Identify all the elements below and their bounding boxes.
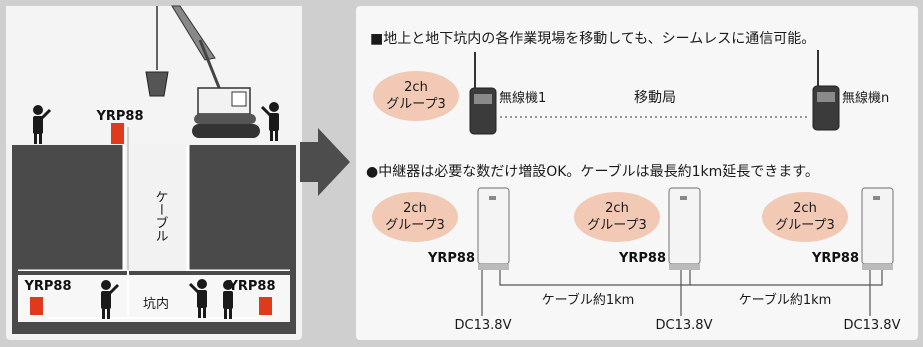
tunnel-ceiling xyxy=(12,271,296,275)
repeater-2-model: YRP88 xyxy=(618,251,666,266)
repeater-1-power: DC13.8V xyxy=(455,318,512,333)
cable-length-1: ケーブル約1km xyxy=(542,292,635,308)
cable-link-2-3 xyxy=(690,270,883,286)
cable-length-2: ケーブル約1km xyxy=(739,292,832,308)
repeater-1: 2ch グループ3 YRP88 DC13.8V xyxy=(372,187,512,333)
repeater-3-badge-line1: 2ch xyxy=(793,201,817,216)
device-bottom-right-label: YRP88 xyxy=(227,279,275,294)
worker-icon-surface-left xyxy=(33,105,52,144)
group-badge-section1-line1: 2ch xyxy=(404,80,428,95)
cable-link-1-2 xyxy=(499,270,691,286)
group-badge-section1 xyxy=(373,71,459,121)
section1-title: ■地上と地下坑内の各作業現場を移動しても、シームレスに通信可能。 xyxy=(370,31,815,47)
radion-label: 無線機n xyxy=(842,90,889,106)
repeater-1-model: YRP88 xyxy=(427,251,475,266)
repeater-2: 2ch グループ3 YRP88 DC13.8V xyxy=(574,187,713,333)
repeater-2-badge xyxy=(574,192,660,242)
worker-icon-tunnel-right xyxy=(223,280,233,319)
tunnel-wall-right xyxy=(290,271,296,334)
mobile-station-label: 移動局 xyxy=(634,90,676,106)
repeater-3-badge xyxy=(762,192,848,242)
flow-arrow xyxy=(300,128,350,196)
excavator-icon xyxy=(145,5,260,138)
device-bottom-right-red xyxy=(259,297,272,315)
radio1-label: 無線機1 xyxy=(499,90,546,106)
ground-right-block xyxy=(188,145,296,271)
worker-icon-tunnel-left xyxy=(101,280,120,319)
tunnel-floor xyxy=(12,322,296,334)
group-badge-section1-line2: グループ3 xyxy=(386,97,446,112)
tunnel-wall-left xyxy=(12,271,18,334)
repeater-1-badge-line2: グループ3 xyxy=(385,218,445,233)
worker-icon-surface-right xyxy=(260,102,279,141)
repeater-3-power: DC13.8V xyxy=(844,318,901,333)
worker-icon-tunnel-mid xyxy=(188,279,207,318)
radio-handset-icon-1 xyxy=(469,52,497,135)
device-bottom-left-red xyxy=(30,297,43,315)
repeater-2-badge-line1: 2ch xyxy=(605,201,629,216)
device-top-red xyxy=(111,123,124,144)
repeater-1-badge-line1: 2ch xyxy=(403,201,427,216)
repeater-1-badge xyxy=(372,192,458,242)
repeater-2-power: DC13.8V xyxy=(656,318,713,333)
repeater-3-badge-line2: グループ3 xyxy=(775,218,835,233)
cable-label: ケーブル xyxy=(153,190,168,242)
radio-handset-icon-n xyxy=(812,50,840,131)
repeater-2-badge-line2: グループ3 xyxy=(587,218,647,233)
section2-title: ●中継器は必要な数だけ増設OK。ケーブルは最長約1km延長できます。 xyxy=(366,163,819,180)
device-bottom-left-label: YRP88 xyxy=(23,279,71,294)
underground-label: 坑内 xyxy=(143,296,169,312)
device-top-label: YRP88 xyxy=(95,109,143,124)
repeater-3-model: YRP88 xyxy=(811,251,859,266)
ground-left-block xyxy=(12,145,124,271)
repeater-3: 2ch グループ3 YRP88 DC13.8V xyxy=(762,187,901,333)
